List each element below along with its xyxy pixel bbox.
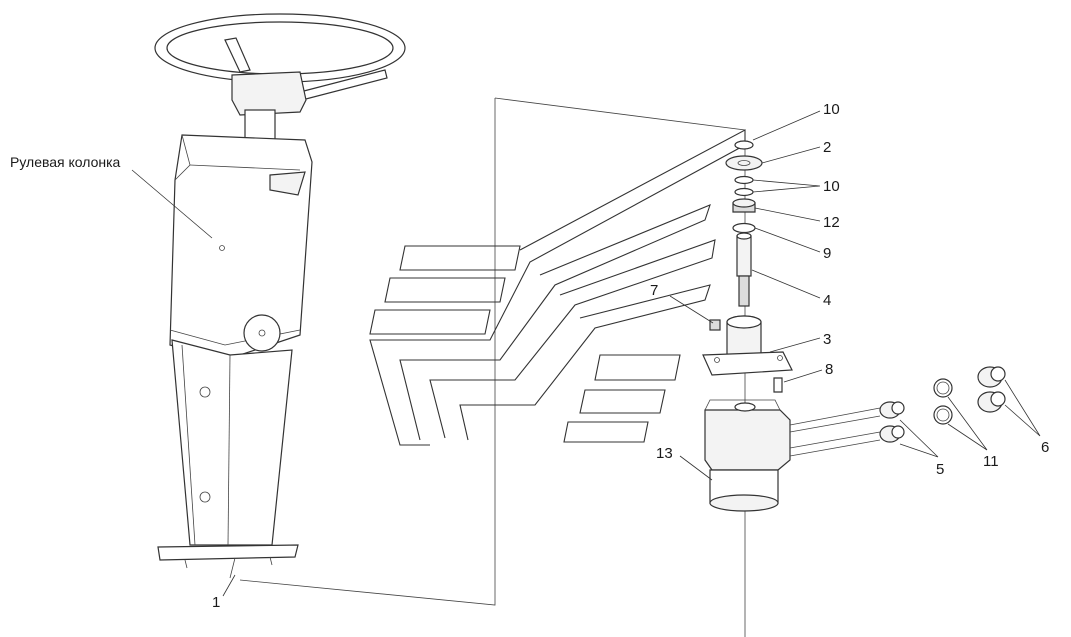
- callout-3: 3: [823, 331, 831, 348]
- hydraulic-steering-unit: [704, 409, 791, 471]
- callout-8: 8: [825, 361, 833, 378]
- callout-5: 5: [936, 461, 944, 478]
- adapter: [977, 366, 1006, 388]
- callout-11: 11: [983, 453, 999, 470]
- pivot-boss: [243, 314, 281, 352]
- fitting: [879, 401, 905, 419]
- column-lower-housing: [171, 339, 293, 546]
- washer: [725, 155, 763, 171]
- chevron-logo: [369, 129, 746, 446]
- retaining-ring: [732, 222, 756, 234]
- perspective-panel: [239, 97, 746, 637]
- callout-4: 4: [823, 292, 831, 309]
- callout-13: 13: [656, 445, 673, 462]
- fitting: [879, 425, 905, 443]
- bolt: [773, 377, 783, 393]
- steering-wheel-hub: [231, 71, 307, 116]
- wheel-spoke: [224, 37, 251, 73]
- callout-10: 10: [823, 178, 840, 195]
- mounting-flange: [702, 351, 793, 376]
- leader-lines: [131, 110, 1041, 597]
- adapter: [977, 391, 1006, 413]
- snap-ring: [734, 175, 754, 185]
- callout-9: 9: [823, 245, 831, 262]
- callout-1: 1: [212, 594, 220, 611]
- callout-10-top: 10: [823, 101, 840, 118]
- column-base-flange: [157, 544, 299, 561]
- callout-2: 2: [823, 139, 831, 156]
- callout-7: 7: [650, 282, 658, 299]
- callout-12: 12: [823, 214, 840, 231]
- callout-6: 6: [1041, 439, 1049, 456]
- assembly-label: Рулевая колонка: [10, 154, 121, 170]
- bolt: [709, 319, 721, 331]
- steering-column: [154, 13, 406, 579]
- snap-ring: [734, 187, 754, 197]
- column-upper-housing: [169, 134, 313, 361]
- splined-shaft: [736, 235, 752, 277]
- snap-ring-top: [734, 140, 754, 150]
- exploded-parts: [702, 140, 1006, 512]
